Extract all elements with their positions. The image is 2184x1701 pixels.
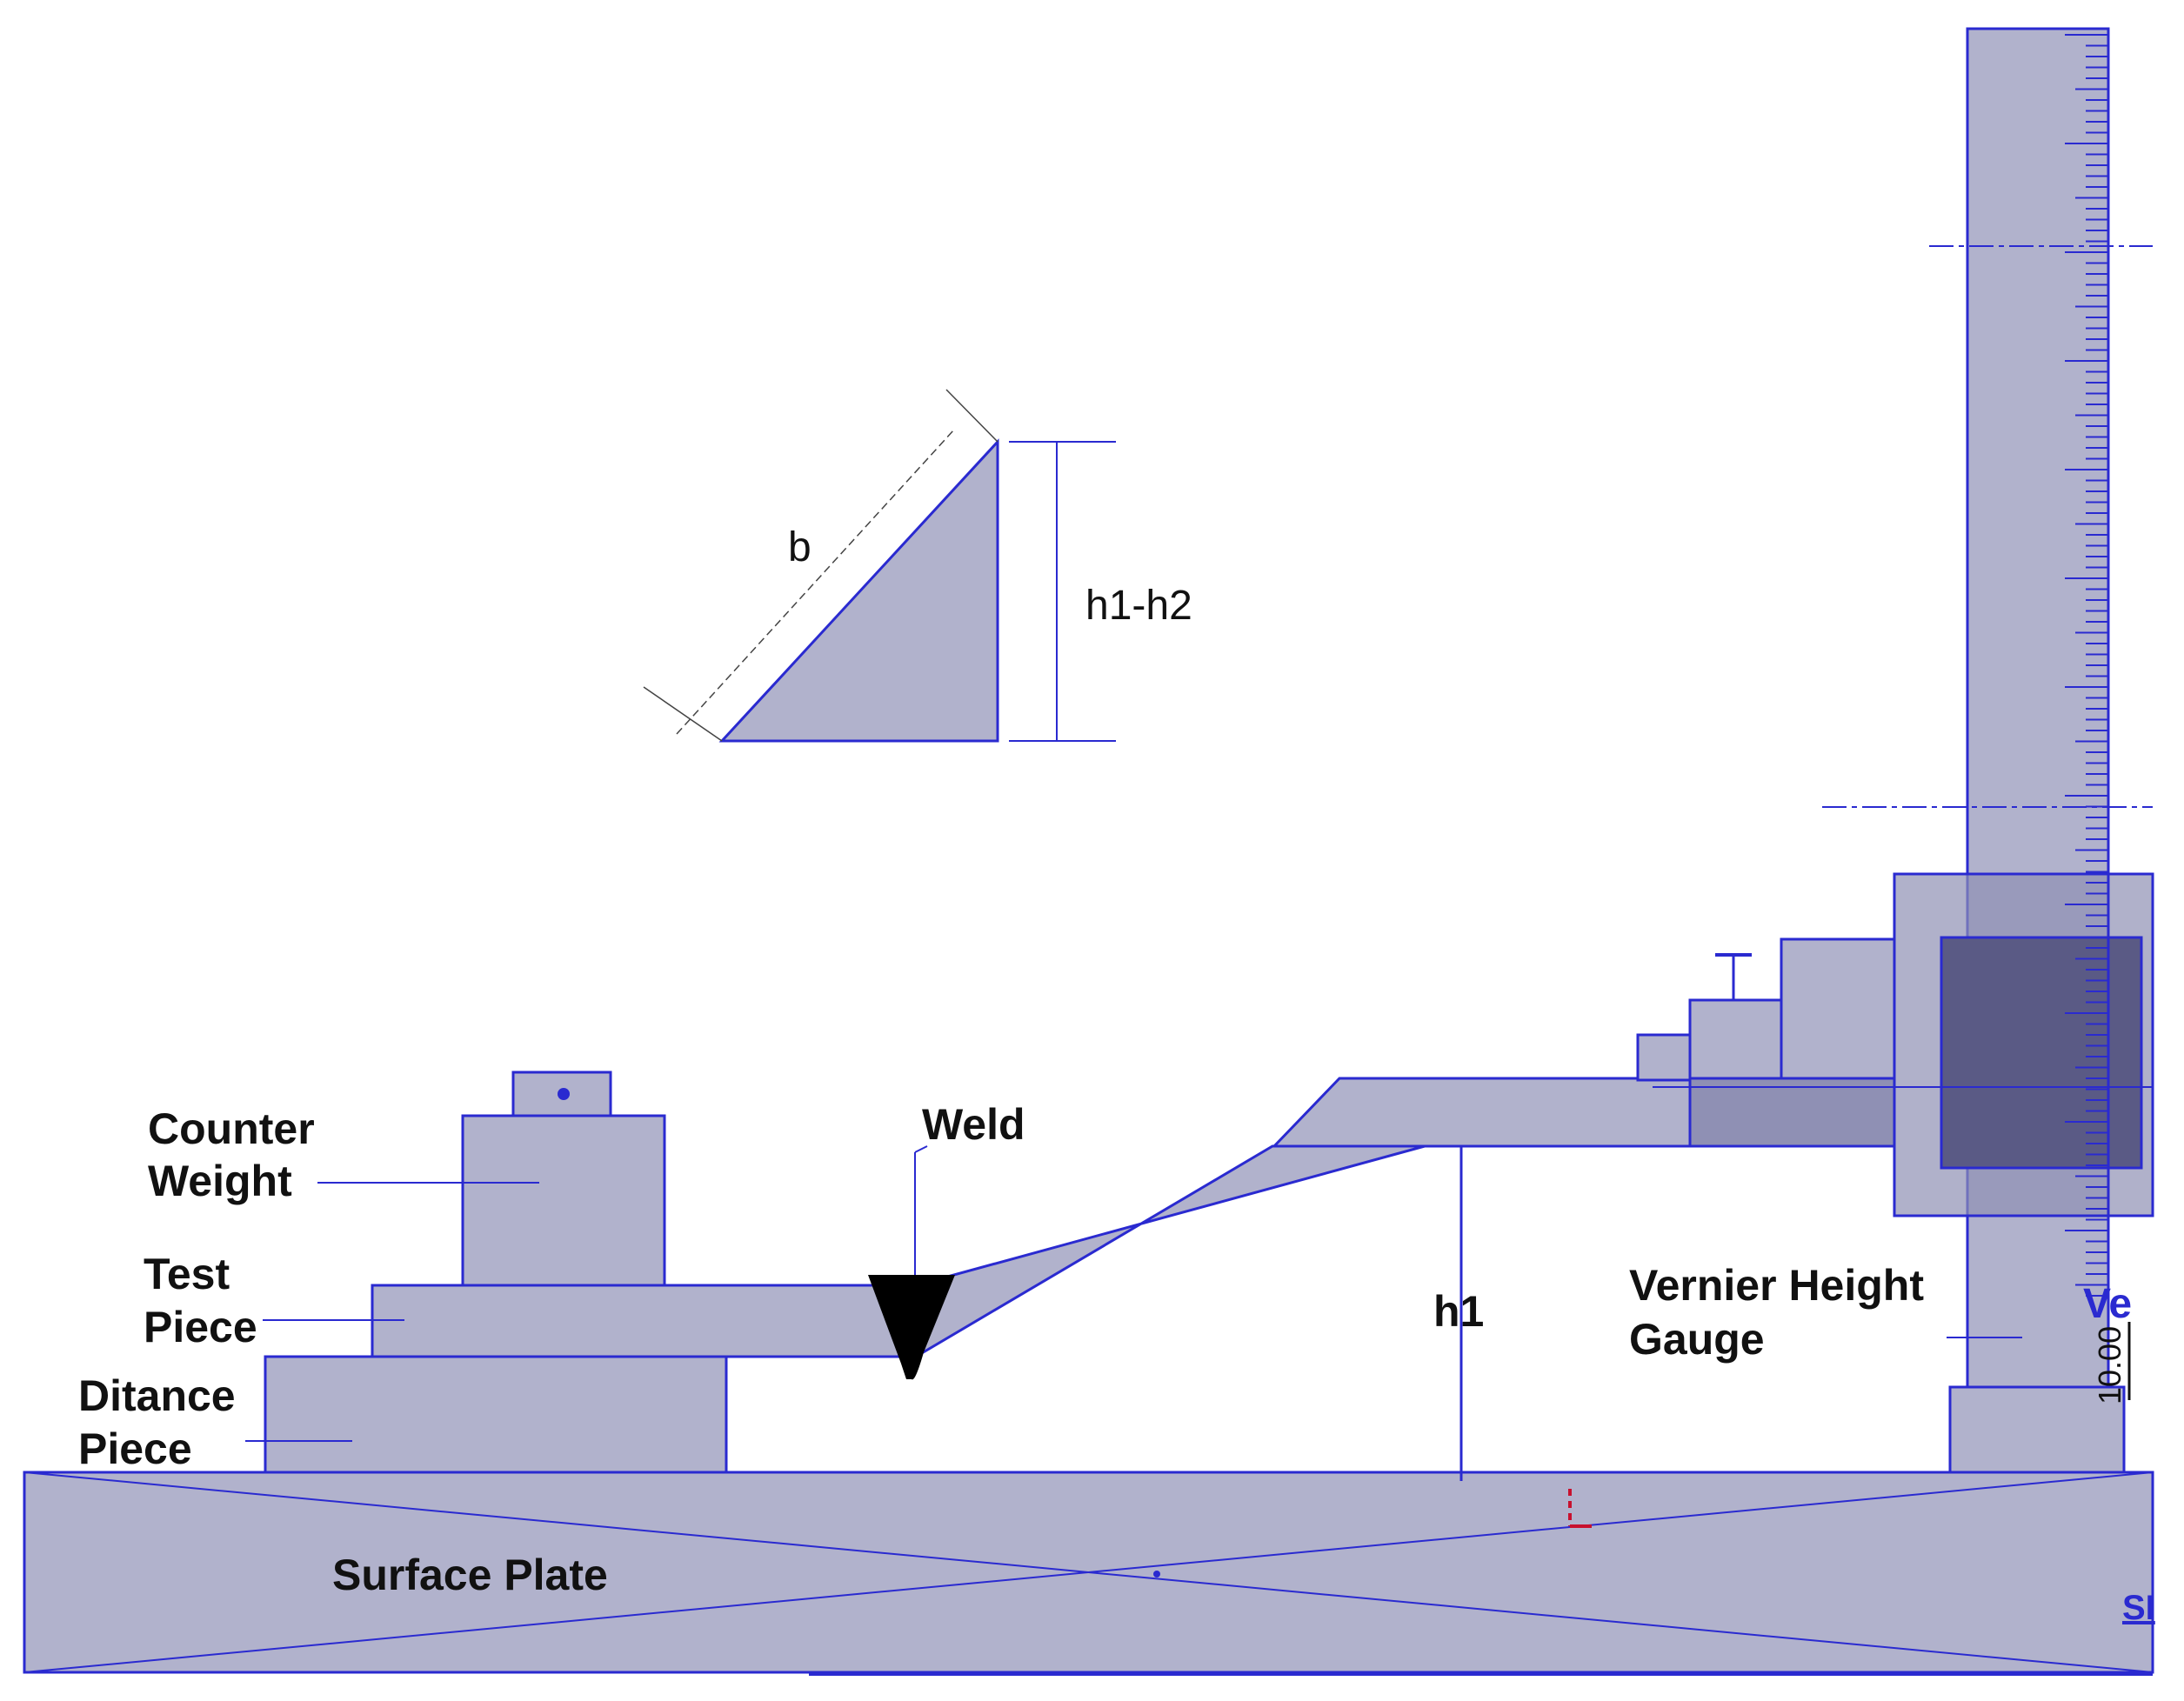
gauge-scale-logo: Ve (2083, 1281, 2132, 1327)
inclined-arm-body (914, 1144, 1426, 1359)
vernier-gauge-label-line2: Gauge (1629, 1315, 1765, 1364)
b-label-bg (778, 513, 822, 574)
part-labels: Counter Weight Test Piece Ditance Piece … (78, 1100, 2155, 1627)
weld-leader-tick (914, 1145, 928, 1153)
counter-weight (461, 1071, 666, 1287)
counter-weight-label-line1: Counter (148, 1104, 315, 1153)
b-extension-line (643, 686, 723, 742)
triangle-shape (718, 438, 999, 743)
gauge-step-lower (1636, 1033, 1692, 1082)
weld (868, 1145, 955, 1380)
distance-piece (264, 1355, 728, 1474)
gauge-scale-readout: 10.00 (2092, 1326, 2127, 1404)
test-piece (371, 1284, 918, 1358)
h1-label: h1 (1433, 1287, 1484, 1336)
test-piece-body (371, 1284, 918, 1358)
counter-weight-body (461, 1114, 666, 1287)
counter-weight-hole (558, 1088, 570, 1100)
distance-piece-label-line2: Piece (78, 1424, 192, 1473)
gauge-base (1948, 1385, 2126, 1474)
vernier-gauge-label-line1: Vernier Height (1629, 1261, 1924, 1310)
gauge-vernier-window (1940, 936, 2143, 1170)
gauge-scale-ticks (2065, 34, 2108, 1297)
weld-bead (868, 1275, 955, 1380)
test-piece-label-line2: Piece (144, 1303, 257, 1351)
surface-plate-diagonal (23, 1471, 2154, 1673)
surface-plate-center (1153, 1571, 1160, 1578)
triangle-inset: b h1-h2 (643, 389, 1192, 743)
h1-dimension: h1 (1433, 1146, 1484, 1481)
counter-weight-handle (511, 1071, 612, 1117)
test-piece-label-line1: Test (144, 1250, 230, 1298)
h1-h2-label: h1-h2 (1085, 583, 1192, 629)
origin-marker (1568, 1489, 1592, 1528)
gauge-clamp-shaded (1688, 1077, 1896, 1148)
counter-weight-label-line2: Weight (148, 1157, 292, 1205)
vernier-height-gauge: Ve 10.00 (1636, 27, 2154, 1474)
weld-label: Weld (922, 1100, 1025, 1149)
distance-piece-body (264, 1355, 728, 1474)
b-label: b (788, 524, 811, 570)
plate-logo: SI (2122, 1589, 2155, 1627)
surface-plate-label: Surface Plate (332, 1551, 608, 1599)
surface-plate (23, 1471, 2154, 1676)
b-dimension-line (676, 429, 955, 735)
b-extension-line (945, 389, 998, 443)
distance-piece-label-line1: Ditance (78, 1371, 236, 1420)
